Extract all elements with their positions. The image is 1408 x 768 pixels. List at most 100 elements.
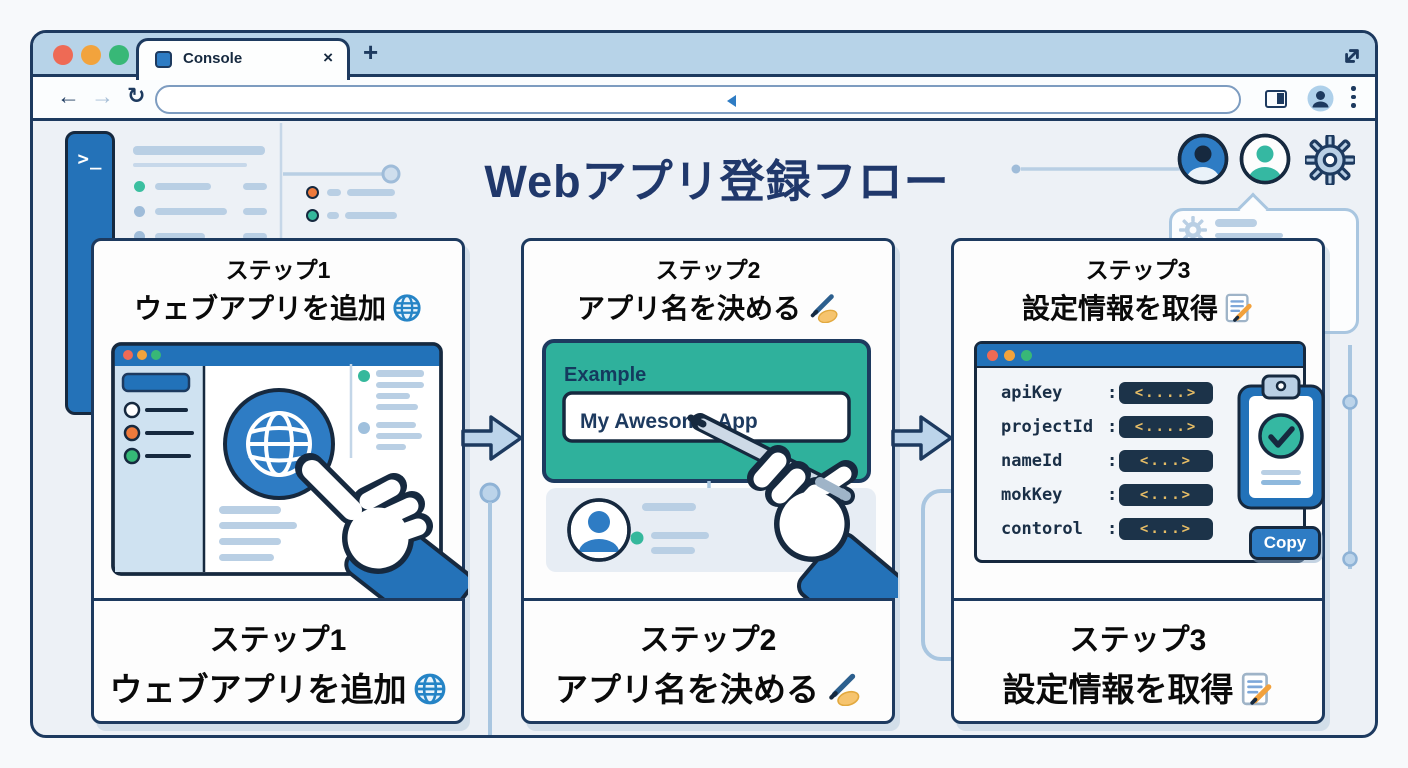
tab-title: Console: [183, 50, 243, 67]
expand-window-icon[interactable]: [1339, 43, 1365, 69]
step2-footer-label: ステップ2: [639, 624, 777, 657]
config-value: <....>: [1119, 416, 1213, 438]
memo-icon: [1241, 672, 1271, 706]
step2-title: アプリ名を決める: [576, 293, 801, 324]
step3-footer-title: 設定情報を取得: [1002, 671, 1234, 708]
step1-title: ウェブアプリを追加: [133, 293, 386, 324]
config-value: <...>: [1119, 450, 1213, 472]
url-caret-mark: [727, 95, 736, 107]
address-bar[interactable]: [155, 85, 1241, 114]
step2-header: ステップ2 アプリ名を決める: [524, 251, 892, 327]
tab-close-icon[interactable]: ×: [323, 48, 333, 67]
decor-dot: [306, 209, 319, 222]
step1-footer: ステップ1 ウェブアプリを追加: [94, 615, 462, 711]
decor-dot: [306, 186, 319, 199]
decor-line: [133, 163, 247, 167]
mini-window-titlebar: [977, 344, 1303, 368]
step1-footer-title: ウェブアプリを追加: [109, 671, 407, 708]
clipboard-check-icon: [1237, 374, 1325, 510]
card-divider: [524, 598, 892, 601]
sidebar-toggle-fill: [1277, 93, 1284, 104]
writing-hand-icon: [829, 673, 860, 707]
config-key: nameId: [1001, 451, 1063, 471]
profile-avatar-icon[interactable]: [1307, 85, 1334, 112]
config-separator: :: [1107, 451, 1118, 471]
traffic-light-yellow[interactable]: [81, 45, 101, 65]
menu-kebab-icon[interactable]: [1351, 86, 1357, 112]
config-value: <...>: [1119, 484, 1213, 506]
step3-illustration: apiKey:<....> projectId:<....> nameId:<.…: [954, 336, 1328, 598]
forward-button[interactable]: →: [91, 83, 114, 109]
config-value: <...>: [1119, 518, 1213, 540]
config-key: mokKey: [1001, 485, 1063, 505]
config-row: nameId:<...>: [1001, 444, 1213, 478]
traffic-light-red[interactable]: [53, 45, 73, 65]
writing-hand-icon: [810, 294, 838, 324]
flow-arrow-icon: [461, 415, 523, 461]
config-row: mokKey:<...>: [1001, 478, 1213, 512]
config-row: projectId:<....>: [1001, 410, 1213, 444]
decor-line: [155, 183, 211, 190]
flow-arrow-icon: [891, 415, 953, 461]
step1-label: ステップ1: [225, 257, 331, 283]
step1-header: ステップ1 ウェブアプリを追加: [94, 251, 462, 327]
user-avatar-icon: [1177, 133, 1229, 185]
decor-line: [327, 189, 341, 196]
step1-footer-label: ステップ1: [209, 624, 347, 657]
copy-button[interactable]: Copy: [1249, 526, 1321, 560]
decor-line: [327, 212, 339, 219]
decor-line: [243, 233, 267, 240]
memo-icon: [1225, 293, 1252, 323]
browser-toolbar: ← → ↻: [33, 77, 1375, 121]
decor-dot: [134, 206, 145, 217]
traffic-light-green: [1021, 350, 1032, 361]
config-row: apiKey:<....>: [1001, 376, 1213, 410]
config-separator: :: [1107, 383, 1118, 403]
step3-label: ステップ3: [1085, 257, 1191, 283]
new-tab-button[interactable]: +: [363, 37, 379, 67]
sidebar-toggle-icon[interactable]: [1265, 90, 1287, 108]
pointing-hand-cursor: [295, 453, 468, 598]
step2-footer: ステップ2 アプリ名を決める: [524, 615, 892, 711]
step3-header: ステップ3 設定情報を取得: [954, 251, 1322, 327]
decor-line: [243, 208, 267, 215]
step3-footer: ステップ3 設定情報を取得: [954, 615, 1322, 711]
step3-card: ステップ3 設定情報を取得 apiKey:<....> projectId:<.…: [951, 238, 1325, 724]
traffic-light-green[interactable]: [109, 45, 129, 65]
page-title: Webアプリ登録フロー: [484, 156, 950, 207]
config-separator: :: [1107, 485, 1118, 505]
decor-line: [347, 189, 395, 196]
step2-label: ステップ2: [655, 257, 761, 283]
config-separator: :: [1107, 417, 1118, 437]
traffic-light-yellow: [1004, 350, 1015, 361]
decor-line: [1215, 219, 1257, 227]
config-list: apiKey:<....> projectId:<....> nameId:<.…: [1001, 376, 1213, 546]
browser-tab-console[interactable]: Console ×: [136, 38, 350, 80]
refresh-button[interactable]: ↻: [127, 83, 146, 108]
decor-line: [1215, 233, 1283, 238]
tab-favicon: [155, 51, 172, 68]
step1-card: ステップ1 ウェブアプリを追加: [91, 238, 468, 724]
back-button[interactable]: ←: [57, 83, 80, 109]
config-value: <....>: [1119, 382, 1213, 404]
decor-line: [155, 233, 205, 240]
user-avatar-teal-icon: [1239, 133, 1291, 185]
card-divider: [954, 598, 1322, 601]
card-divider: [94, 598, 462, 601]
config-key: projectId: [1001, 417, 1094, 437]
browser-window: >_: [30, 30, 1378, 738]
globe-icon: [393, 294, 421, 322]
step3-footer-label: ステップ3: [1069, 624, 1207, 657]
decor-line: [133, 146, 265, 155]
step1-illustration: [111, 342, 468, 598]
step2-footer-title: アプリ名を決める: [555, 671, 819, 708]
step2-card: ステップ2 アプリ名を決める Example My Awesome App: [521, 238, 898, 724]
decor-line: [155, 208, 227, 215]
globe-icon: [414, 673, 445, 705]
decor-dot: [134, 231, 145, 242]
gear-icon: [1179, 216, 1207, 244]
step3-title: 設定情報を取得: [1021, 293, 1218, 324]
traffic-light-red: [987, 350, 998, 361]
decor-line: [345, 212, 397, 219]
settings-gear-icon: [1305, 135, 1355, 185]
